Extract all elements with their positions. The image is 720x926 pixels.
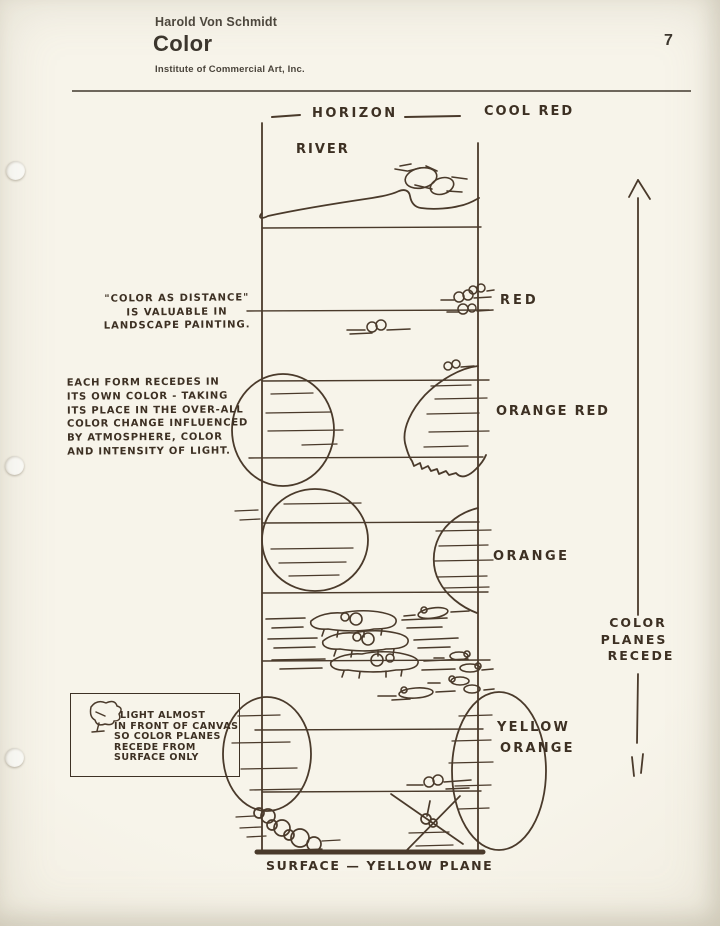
recede-note-line4: COLOR CHANGE INFLUENCED (67, 417, 249, 431)
arrow-line1: COLOR (609, 615, 667, 630)
horse-group-yellow-zone (406, 774, 472, 790)
horse-group-foreground (235, 807, 341, 852)
horse-group-overhead (265, 606, 495, 701)
hole-punch (5, 748, 24, 767)
publisher: Institute of Commercial Art, Inc. (155, 64, 305, 75)
surface-label: SURFACE — YELLOW PLANE (266, 858, 494, 873)
sphere-orange-red-left (231, 373, 344, 487)
distance-note-line2: IS VALUABLE IN (126, 306, 228, 318)
sphere-orange-right (432, 507, 494, 614)
recede-note-line5: BY ATMOSPHERE, COLOR (67, 431, 223, 444)
yellow-orange-line2: ORANGE (500, 741, 575, 756)
horse-group-red-zone (346, 283, 495, 335)
recede-note-line6: AND INTENSITY OF LIGHT. (67, 445, 231, 458)
page-number: 7 (664, 32, 673, 49)
light-note-line4: RECEDE FROM (114, 741, 196, 753)
sphere-yellow-left (222, 696, 312, 812)
distance-note-line3: LANDSCAPE PAINTING. (103, 319, 251, 332)
orange-plane-label: ORANGE (493, 549, 570, 564)
cool-red-label: COOL RED (484, 104, 575, 119)
orange-red-plane-label: ORANGE RED (496, 404, 610, 419)
horizon-dashes (271, 114, 461, 118)
light-note-box: LIGHT ALMOST IN FRONT OF CANVAS SO COLOR… (70, 693, 240, 777)
light-sketch-icon (89, 700, 122, 733)
light-note-line5: SURFACE ONLY (114, 752, 199, 763)
recede-note-line3: ITS PLACE IN THE OVER-ALL (66, 404, 244, 417)
river-sketch (259, 189, 480, 219)
plane-strip-frame (254, 122, 486, 855)
page-title: Color (153, 31, 213, 56)
header-rule (72, 90, 691, 92)
arrow-line3: RECEDE (607, 648, 675, 663)
light-note-line2: IN FRONT OF CANVAS (114, 720, 239, 732)
river-label: RIVER (296, 142, 350, 157)
plane-lines (246, 226, 491, 793)
recede-note-line1: EACH FORM RECEDES IN (66, 376, 220, 389)
yellow-orange-line1: YELLOW (497, 720, 570, 735)
recede-note: EACH FORM RECEDES IN ITS OWN COLOR - TAK… (67, 375, 264, 459)
sphere-orange-left (234, 488, 369, 592)
hole-punch (5, 456, 24, 475)
arrow-line2: PLANES (600, 631, 668, 647)
hole-punch (6, 161, 25, 180)
yellow-orange-plane-label: YELLOW ORANGE (497, 717, 575, 759)
horse-group-horizon (394, 163, 468, 196)
distance-note-line1: "COLOR AS DISTANCE" (104, 292, 250, 305)
light-note-line1: LIGHT ALMOST (120, 710, 206, 721)
page-author: Harold Von Schmidt (155, 15, 278, 29)
horizon-label: HORIZON (312, 106, 398, 121)
red-plane-label: RED (500, 293, 539, 308)
light-note-line3: SO COLOR PLANES (114, 731, 221, 742)
recede-note-line2: ITS OWN COLOR - TAKING (66, 390, 229, 403)
sphere-yellow-right (448, 691, 547, 851)
light-note: LIGHT ALMOST IN FRONT OF CANVAS SO COLOR… (114, 710, 239, 764)
distance-note: "COLOR AS DISTANCE" IS VALUABLE IN LANDS… (96, 291, 258, 333)
recede-arrow (628, 179, 651, 777)
jump-sketch (390, 793, 464, 852)
sphere-orange-red-right (403, 359, 490, 478)
recede-arrow-label: COLOR PLANES RECEDE (586, 615, 690, 665)
